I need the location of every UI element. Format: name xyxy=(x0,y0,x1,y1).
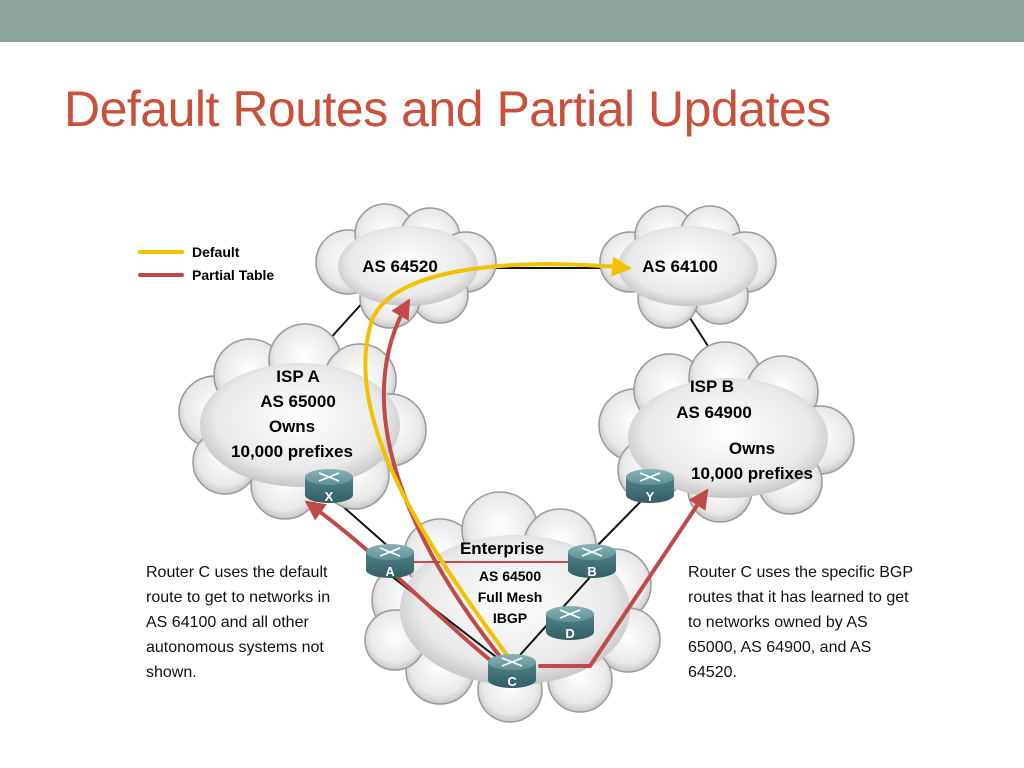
cloud-as64100: AS 64100 xyxy=(599,205,777,329)
router-y-label: Y xyxy=(646,489,655,504)
router-a: A xyxy=(366,544,414,579)
note-default-route: Router C uses the default route to get t… xyxy=(146,564,331,681)
top-bar xyxy=(0,0,1024,42)
router-d: D xyxy=(546,606,594,641)
red-route-c-to-x xyxy=(304,500,502,670)
cloud-enterprise: Enterprise AS 64500 Full Mesh IBGP xyxy=(364,491,661,723)
cloud-as64520-label: AS 64520 xyxy=(362,257,438,276)
router-d-label: D xyxy=(565,626,574,641)
router-c: C xyxy=(488,654,536,689)
isp-b-owns: Owns xyxy=(729,439,775,458)
enterprise-as: AS 64500 xyxy=(479,568,541,584)
router-c-label: C xyxy=(507,674,517,689)
isp-a-owns: Owns xyxy=(269,417,315,436)
enterprise-mesh: Full Mesh xyxy=(478,589,543,605)
red-route-c-to-y xyxy=(538,488,709,668)
enterprise-ibgp: IBGP xyxy=(493,610,527,626)
default-route-c-to-as64100 xyxy=(363,256,632,664)
router-x: X xyxy=(305,469,353,504)
enterprise-name: Enterprise xyxy=(460,539,544,558)
slide-title: Default Routes and Partial Updates xyxy=(64,81,831,137)
note-specific-routes: Router C uses the specific BGP routes th… xyxy=(688,564,913,681)
isp-a-as: AS 65000 xyxy=(260,392,336,411)
cloud-as64100-label: AS 64100 xyxy=(642,257,718,276)
router-x-label: X xyxy=(325,489,334,504)
router-a-label: A xyxy=(385,564,395,579)
isp-b-prefixes: 10,000 prefixes xyxy=(691,464,813,483)
router-b: B xyxy=(568,544,616,579)
isp-b-name: ISP B xyxy=(690,377,734,396)
isp-a-name: ISP A xyxy=(276,367,319,386)
cloud-isp-a: ISP A AS 65000 Owns 10,000 prefixes xyxy=(178,323,427,520)
isp-a-prefixes: 10,000 prefixes xyxy=(231,442,353,461)
legend-partial-label: Partial Table xyxy=(192,267,274,283)
router-y: Y xyxy=(626,469,674,504)
router-b-label: B xyxy=(587,564,596,579)
legend-default-label: Default xyxy=(192,244,240,260)
isp-b-as: AS 64900 xyxy=(676,403,752,422)
legend: Default Partial Table xyxy=(138,244,274,283)
